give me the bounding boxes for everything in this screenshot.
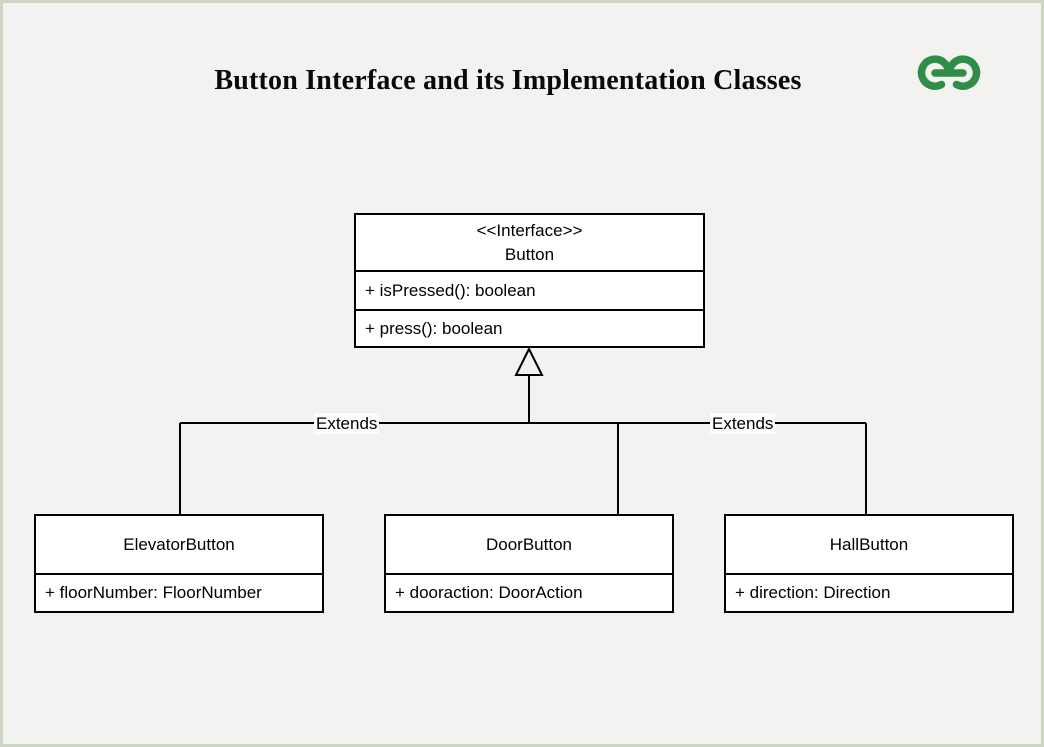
connector-lines xyxy=(179,346,867,514)
attribute-row: + floorNumber: FloorNumber xyxy=(36,573,322,611)
class-box-hallbutton: HallButton + direction: Direction xyxy=(724,514,1014,613)
class-name: HallButton xyxy=(829,534,909,554)
inheritance-triangle-icon xyxy=(514,346,544,376)
page-title: Button Interface and its Implementation … xyxy=(214,65,802,96)
interface-box-button: <<Interface>> Button + isPressed(): bool… xyxy=(354,213,705,348)
class-box-doorbutton: DoorButton + dooraction: DoorAction xyxy=(384,514,674,613)
geeksforgeeks-logo-icon xyxy=(917,55,981,90)
interface-header: <<Interface>> Button xyxy=(356,215,703,270)
attribute-row: + dooraction: DoorAction xyxy=(386,573,672,611)
extends-label-left: Extends xyxy=(314,413,380,434)
class-name: DoorButton xyxy=(486,534,572,554)
method-row: + press(): boolean xyxy=(356,309,703,346)
method-row: + isPressed(): boolean xyxy=(356,270,703,309)
extends-label-right: Extends xyxy=(710,413,776,434)
attribute-row: + direction: Direction xyxy=(726,573,1012,611)
geeksforgeeks-logo xyxy=(917,53,981,93)
interface-name: Button xyxy=(504,244,555,264)
class-box-elevatorbutton: ElevatorButton + floorNumber: FloorNumbe… xyxy=(34,514,324,613)
class-name: ElevatorButton xyxy=(123,534,235,554)
interface-stereotype: <<Interface>> xyxy=(476,220,583,240)
